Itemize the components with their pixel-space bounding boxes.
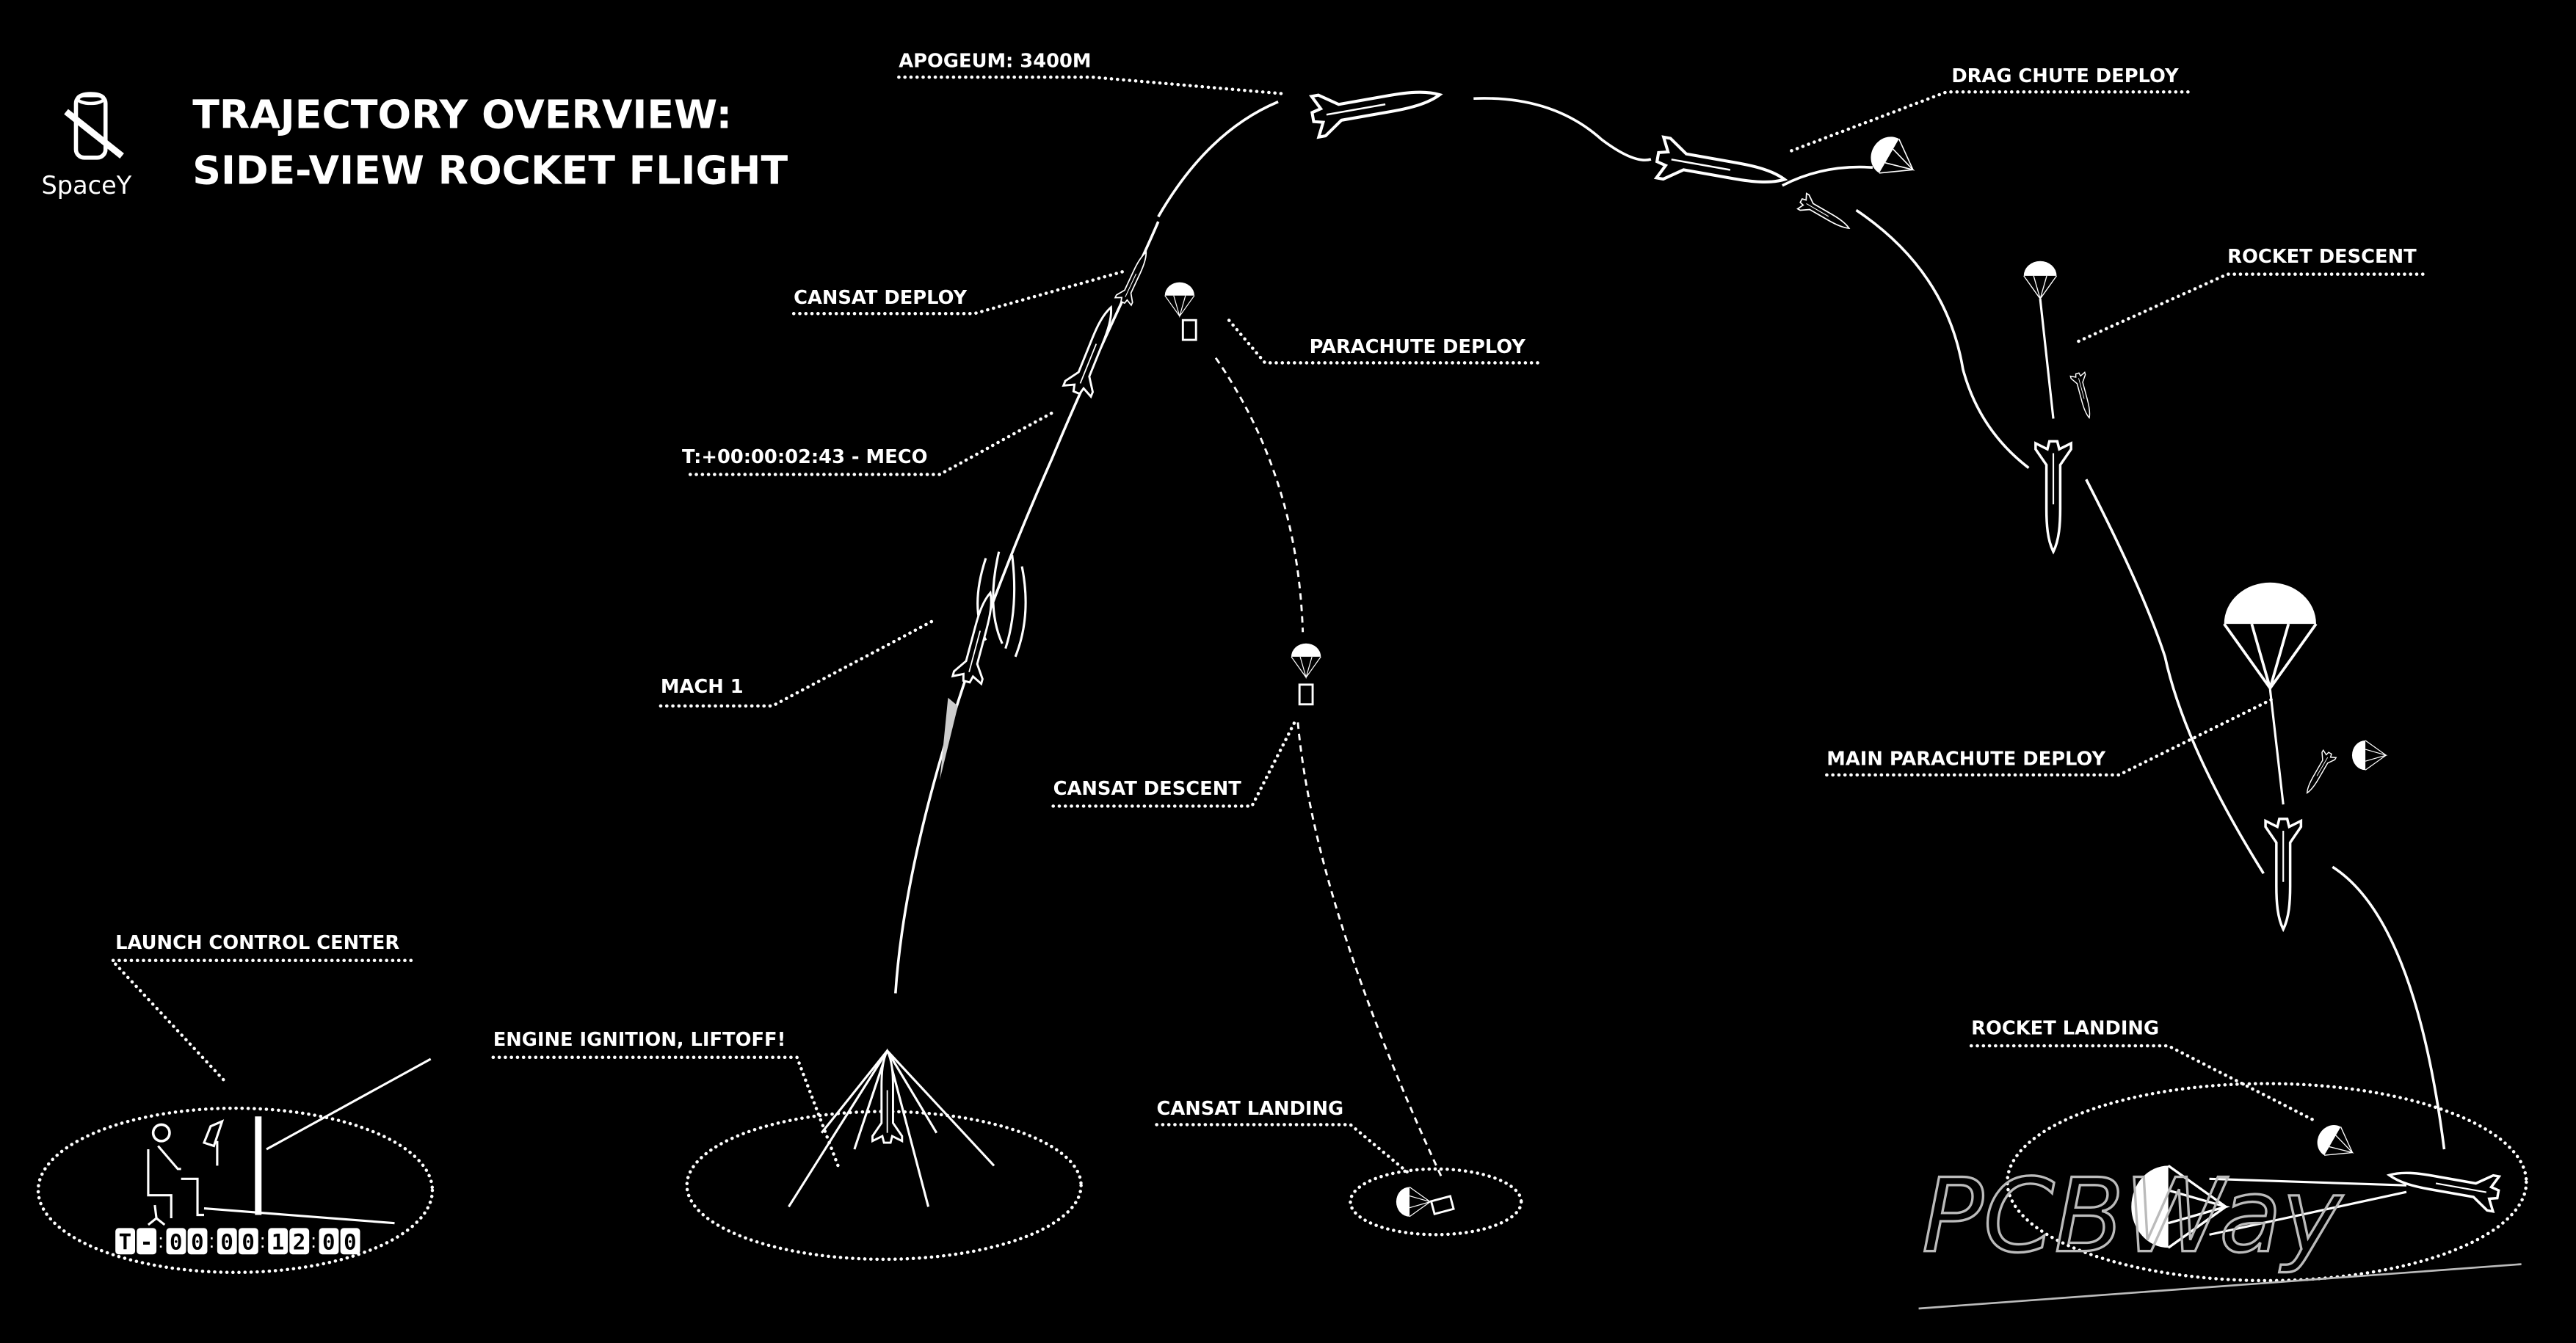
label-cansat-landing: CANSAT LANDING (1155, 1098, 1412, 1176)
svg-text::: : (158, 1230, 163, 1252)
label-parachute-deploy: PARACHUTE DEPLOY (1227, 319, 1539, 365)
countdown-digit: 0 (191, 1229, 204, 1254)
countdown-digit: T (119, 1229, 132, 1254)
launch-control-area (36, 1106, 435, 1275)
rocket-apogee-icon (1310, 74, 1444, 137)
cansat-trajectory-1 (1214, 357, 1305, 633)
cansat-landed-icon (1396, 1186, 1455, 1218)
svg-text:CANSAT LANDING: CANSAT LANDING (1157, 1098, 1344, 1120)
page-title-line1: TRAJECTORY OVERVIEW: (192, 91, 732, 137)
svg-text:ROCKET LANDING: ROCKET LANDING (1971, 1017, 2159, 1039)
svg-text::: : (311, 1230, 316, 1252)
svg-text:CANSAT DESCENT: CANSAT DESCENT (1053, 778, 1242, 800)
rocket-nose-icon (1796, 192, 1854, 237)
countdown-display: T - 0 0 0 0 1 2 0 0 :::: (115, 1228, 360, 1254)
rocket-mach1-icon (940, 551, 1027, 780)
svg-text:CANSAT DEPLOY: CANSAT DEPLOY (794, 287, 967, 309)
logo-can-icon (73, 92, 108, 160)
launch-control-icon (147, 1058, 432, 1226)
svg-text:LAUNCH CONTROL CENTER: LAUNCH CONTROL CENTER (115, 932, 399, 954)
svg-text:ROCKET DESCENT: ROCKET DESCENT (2227, 246, 2417, 268)
rocket-descent-trajectory-3 (2332, 865, 2446, 1150)
rocket-descent-trajectory-1 (1855, 208, 2030, 470)
label-cansat-descent: CANSAT DESCENT (1051, 721, 1296, 808)
rocket-drag-chute-icon (1654, 137, 1788, 200)
label-rocket-descent: ROCKET DESCENT (2076, 246, 2425, 343)
countdown-digit: 0 (344, 1229, 357, 1254)
apogee-to-drag (1473, 97, 1652, 161)
countdown-digit: 1 (272, 1229, 285, 1254)
label-apogeum: APOGEUM: 3400M (897, 51, 1283, 95)
countdown-digit: 0 (322, 1229, 335, 1254)
antenna-icon (266, 1058, 432, 1151)
svg-text::: : (260, 1230, 265, 1252)
cansat-parachute-icon (1164, 281, 1197, 341)
label-liftoff: ENGINE IGNITION, LIFTOFF! (491, 1029, 840, 1168)
countdown-digit: 0 (170, 1229, 183, 1254)
label-cansat-deploy: CANSAT DEPLOY (791, 269, 1128, 316)
spacey-logo: SpaceY (41, 92, 132, 200)
svg-text:ENGINE IGNITION, LIFTOFF!: ENGINE IGNITION, LIFTOFF! (493, 1029, 786, 1051)
watermark: PCBWay (1922, 1157, 2343, 1275)
rocket-descent-trajectory-2 (2085, 478, 2265, 875)
drag-chute-icon (1863, 129, 1924, 188)
cansat-descent-icon (1291, 643, 1321, 706)
svg-text::: : (209, 1230, 214, 1252)
label-mach1: MACH 1 (658, 617, 938, 708)
label-launch-control: LAUNCH CONTROL CENTER (108, 932, 413, 1085)
cansat-landing-area (1349, 1167, 1523, 1237)
svg-text:MAIN PARACHUTE DEPLOY: MAIN PARACHUTE DEPLOY (1826, 749, 2105, 771)
page-title-line2: SIDE-VIEW ROCKET FLIGHT (192, 148, 788, 194)
label-meco: T:+00:00:02:43 - MECO (682, 409, 1059, 476)
label-main-parachute: MAIN PARACHUTE DEPLOY (1825, 696, 2277, 777)
rocket-on-pad-icon (788, 1049, 995, 1208)
rocket-cansat-deploy-icon (1114, 247, 1155, 307)
svg-text:T:+00:00:02:43 - MECO: T:+00:00:02:43 - MECO (682, 446, 927, 468)
label-rocket-landing: ROCKET LANDING (1969, 1017, 2318, 1124)
logo-text: SpaceY (41, 171, 131, 200)
rocket-landed-icon (2130, 1118, 2503, 1249)
countdown-digit: - (140, 1229, 153, 1254)
countdown-digit: 2 (293, 1229, 306, 1254)
main-parachute-icon (2222, 580, 2387, 931)
drag-chute-line (1782, 165, 1873, 187)
countdown-digit: 0 (220, 1229, 233, 1254)
rocket-descent-icon (2023, 261, 2097, 553)
cansat-trajectory-2 (1296, 722, 1444, 1179)
satellite-icon (64, 109, 124, 159)
launch-pad-area (685, 1110, 1083, 1262)
svg-text:DRAG CHUTE DEPLOY: DRAG CHUTE DEPLOY (1951, 65, 2179, 87)
rocket-landing-area (2006, 1082, 2528, 1283)
svg-text:PARACHUTE DEPLOY: PARACHUTE DEPLOY (1310, 336, 1526, 358)
countdown-digit: 0 (242, 1229, 255, 1254)
label-drag-chute: DRAG CHUTE DEPLOY (1788, 65, 2190, 153)
ascent-trajectory (894, 221, 1160, 994)
svg-text:MACH 1: MACH 1 (661, 676, 744, 698)
apogee-arc (1157, 101, 1279, 218)
svg-text:APOGEUM: 3400M: APOGEUM: 3400M (899, 51, 1091, 73)
